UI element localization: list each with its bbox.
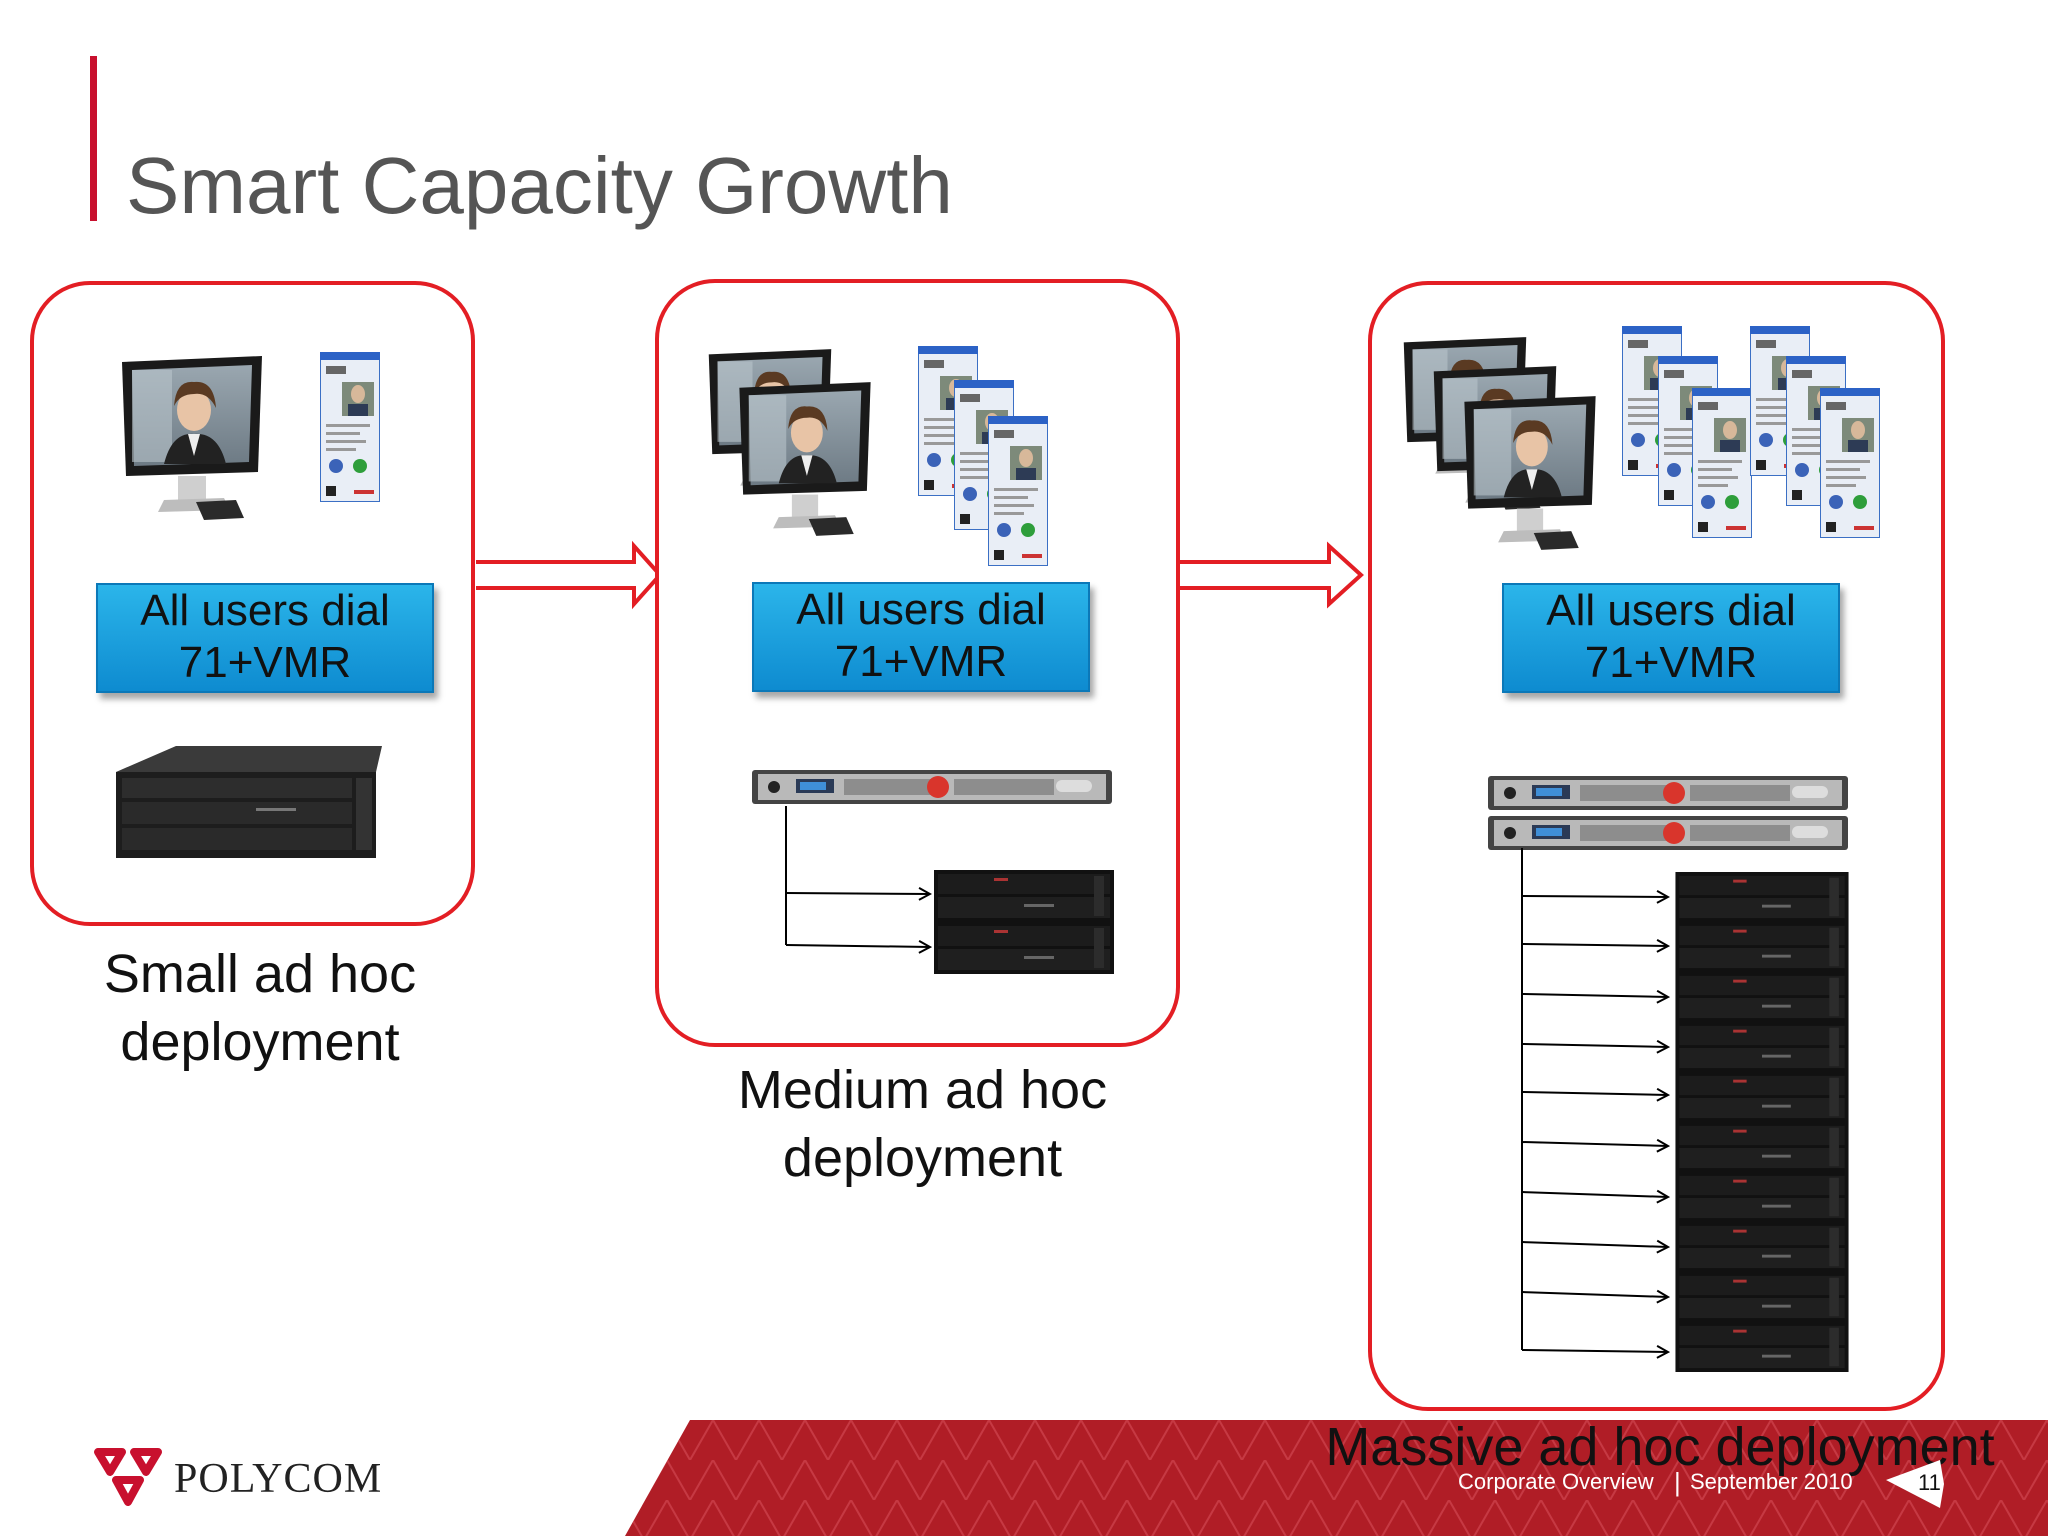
massive-softphone-icon-6 <box>1820 388 1880 538</box>
medium-dial-line1: All users dial <box>796 585 1046 634</box>
massive-mcu-unit-10 <box>1675 1322 1849 1372</box>
footer-section-label: Corporate Overview <box>1458 1469 1654 1494</box>
medium-caption-line1: Medium ad hoc <box>737 1060 1108 1120</box>
medium-dial-box: All users dial 71+VMR <box>752 582 1090 692</box>
massive-deployment-caption: Massive ad hoc deployment <box>1325 1417 1995 1477</box>
medium-deployment-caption: Medium ad hoc deployment <box>655 1056 1190 1192</box>
massive-mcu-unit-8 <box>1675 1222 1849 1272</box>
polycom-logo-icon <box>94 1448 162 1506</box>
small-caption-line1: Small ad hoc <box>103 944 417 1004</box>
medium-mcu-unit-1 <box>934 870 1114 922</box>
massive-mcu-unit-4 <box>1675 1022 1849 1072</box>
small-softphone-icon <box>320 352 380 502</box>
massive-dial-line1: All users dial <box>1546 586 1796 635</box>
massive-dial-box: All users dial 71+VMR <box>1502 583 1840 693</box>
massive-dial-line2: 71+VMR <box>1584 638 1758 687</box>
medium-connector-lines <box>785 806 940 960</box>
growth-arrow-2 <box>1179 541 1364 609</box>
medium-softphone-icon-3 <box>988 416 1048 566</box>
small-monitor-icon <box>122 356 262 520</box>
medium-mcu-unit-2 <box>934 922 1114 974</box>
footer-date: September 2010 <box>1690 1469 1853 1494</box>
small-deployment-caption: Small ad hoc deployment <box>30 940 490 1076</box>
massive-media-server-icon-1 <box>1488 776 1848 810</box>
polycom-logo-text: POLYCOM <box>174 1456 383 1502</box>
massive-mcu-unit-1 <box>1675 872 1849 922</box>
massive-mcu-unit-3 <box>1675 972 1849 1022</box>
massive-monitor-icon-3 <box>1464 396 1596 550</box>
medium-dial-line2: 71+VMR <box>834 637 1008 686</box>
massive-connector-lines <box>1521 848 1680 1360</box>
page-title: Smart Capacity Growth <box>126 141 953 230</box>
medium-media-server-icon <box>752 770 1112 804</box>
massive-mcu-unit-5 <box>1675 1072 1849 1122</box>
massive-mcu-unit-6 <box>1675 1122 1849 1172</box>
massive-mcu-unit-7 <box>1675 1172 1849 1222</box>
medium-monitor-icon-2 <box>739 382 871 536</box>
growth-arrow-1 <box>476 540 663 610</box>
footer-separator: | <box>1674 1467 1681 1497</box>
page-number: 11 <box>1918 1470 1941 1495</box>
small-dial-line2: 71+VMR <box>178 638 352 687</box>
footer-band <box>625 1420 2048 1536</box>
small-caption-line2: deployment <box>120 1012 400 1072</box>
small-mcu-device-icon <box>116 746 382 858</box>
medium-caption-line2: deployment <box>782 1128 1063 1188</box>
small-dial-line1: All users dial <box>140 586 390 635</box>
small-dial-box: All users dial 71+VMR <box>96 583 434 693</box>
title-accent-bar <box>90 56 97 221</box>
massive-softphone-icon-3 <box>1692 388 1752 538</box>
page-number-badge <box>1886 1460 1944 1508</box>
massive-mcu-unit-2 <box>1675 922 1849 972</box>
massive-mcu-unit-9 <box>1675 1272 1849 1322</box>
